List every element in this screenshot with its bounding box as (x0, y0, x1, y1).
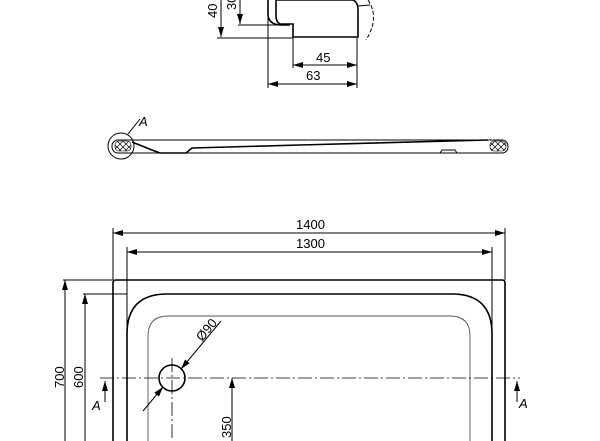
dim-45: 45 (316, 50, 330, 65)
section-detail-circle (107, 132, 135, 160)
section-marker-left: A (91, 398, 101, 413)
dim-700: 700 (52, 366, 67, 388)
dim-350: 350 (219, 416, 234, 438)
dim-drain-diameter: Ø90 (193, 315, 220, 343)
dim-63: 63 (306, 68, 320, 83)
dim-40: 40 (205, 4, 220, 18)
dim-600: 600 (71, 366, 86, 388)
section-label: A (138, 114, 148, 129)
plan-view: 1400 1300 700 600 Ø90 350 A A (52, 217, 528, 441)
dim-1300: 1300 (296, 236, 325, 251)
dim-30: 30 (224, 0, 239, 10)
dim-1400: 1400 (296, 217, 325, 232)
drain-hole (158, 364, 186, 392)
profile-detail: 40 30 45 63 (205, 0, 374, 88)
section-marker-right: A (518, 396, 528, 411)
side-view: A (107, 114, 509, 160)
